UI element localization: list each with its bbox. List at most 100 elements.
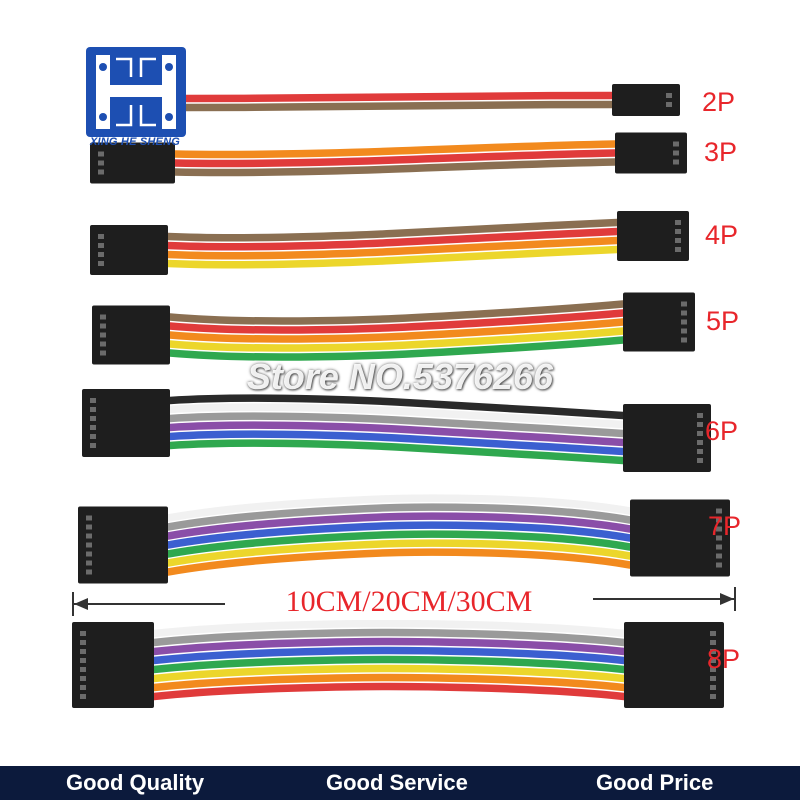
- pin-label-7p: 7P: [708, 511, 742, 541]
- wire: [150, 628, 628, 647]
- left-connector: [82, 389, 170, 457]
- wire: [171, 140, 619, 159]
- wire: [166, 300, 627, 325]
- connector-pin: [86, 533, 92, 539]
- connector-pin: [86, 542, 92, 548]
- right-connector: [623, 404, 711, 472]
- connector-pin: [80, 676, 86, 681]
- connector-pin: [716, 508, 722, 514]
- connector-pin: [673, 150, 679, 156]
- cable-4p: [90, 211, 689, 275]
- wire: [179, 100, 616, 112]
- right-connector: [624, 622, 724, 708]
- connector-pin: [710, 640, 716, 645]
- connector-pin: [98, 151, 104, 157]
- connector-pin: [86, 560, 92, 566]
- connector-pin: [86, 569, 92, 575]
- connector-pin: [710, 658, 716, 663]
- connector-pin: [98, 169, 104, 175]
- connector-pin: [697, 422, 703, 427]
- connector-pin: [100, 314, 106, 320]
- cable-product-photo: [72, 84, 736, 708]
- connector-pin: [98, 261, 104, 266]
- wire: [171, 158, 619, 177]
- connector-pin: [716, 517, 722, 523]
- connector-pin: [681, 328, 687, 334]
- wire: [164, 530, 634, 558]
- wire: [164, 503, 634, 531]
- connector-pin: [675, 229, 681, 234]
- connector-pin: [80, 658, 86, 663]
- wire: [171, 149, 619, 168]
- connector-pin: [666, 102, 672, 107]
- left-connector: [72, 622, 154, 708]
- connector-pin: [710, 676, 716, 681]
- wire: [166, 309, 627, 334]
- left-connector: [92, 305, 170, 365]
- right-connector: [630, 499, 730, 577]
- connector-pin: [675, 247, 681, 252]
- wire: [150, 646, 628, 665]
- footer-item-quality: Good Quality: [66, 770, 205, 795]
- pin-label-4p: 4P: [705, 220, 739, 250]
- connector-pin: [80, 694, 86, 699]
- wire: [164, 218, 621, 242]
- connector-pin: [681, 337, 687, 343]
- wire: [166, 412, 627, 438]
- connector-pin: [98, 243, 104, 248]
- cables-group: [72, 84, 730, 708]
- connector-pin: [666, 93, 672, 98]
- length-arrow: [72, 587, 736, 616]
- wire: [164, 512, 634, 540]
- wire: [164, 548, 634, 576]
- wire: [150, 637, 628, 656]
- cable-6p: [82, 389, 711, 472]
- wire: [166, 430, 627, 456]
- connector-pin: [100, 332, 106, 338]
- length-label: 10CM/20CM/30CM: [225, 584, 593, 620]
- connector-pin: [90, 425, 96, 430]
- connector-pin: [80, 667, 86, 672]
- connector-pin: [80, 631, 86, 636]
- connector-pin: [80, 649, 86, 654]
- brand-logo-icon: [86, 47, 186, 137]
- left-connector: [90, 142, 175, 184]
- connector-pin: [716, 553, 722, 559]
- connector-pin: [90, 407, 96, 412]
- connector-pin: [716, 562, 722, 568]
- wire: [166, 394, 627, 420]
- connector-pin: [90, 443, 96, 448]
- connector-pin: [100, 341, 106, 347]
- wire: [164, 245, 621, 269]
- connector-pin: [90, 434, 96, 439]
- connector-pin: [697, 431, 703, 436]
- connector-pin: [673, 159, 679, 165]
- wire: [164, 494, 634, 522]
- connector-pin: [673, 141, 679, 147]
- left-connector: [90, 225, 168, 275]
- connector-pin: [710, 685, 716, 690]
- connector-pin: [98, 160, 104, 166]
- wire: [164, 227, 621, 251]
- pin-label-5p: 5P: [706, 306, 740, 336]
- connector-pin: [80, 640, 86, 645]
- connector-pin: [90, 398, 96, 403]
- wire: [179, 91, 616, 103]
- connector-pin: [710, 667, 716, 672]
- connector-pin: [681, 310, 687, 316]
- wire: [166, 336, 627, 361]
- connector-pin: [675, 220, 681, 225]
- wire: [164, 236, 621, 260]
- wire: [166, 403, 627, 429]
- connector-pin: [675, 238, 681, 243]
- pin-label-6p: 6P: [705, 416, 739, 446]
- connector-pin: [697, 458, 703, 463]
- connector-pin: [100, 323, 106, 329]
- left-connector: [78, 506, 168, 584]
- connector-pin: [80, 685, 86, 690]
- brand-logo-text: XING HE SHENG: [89, 136, 180, 148]
- connector-pin: [86, 524, 92, 530]
- wire: [150, 673, 628, 692]
- wire: [166, 327, 627, 352]
- store-watermark: Store NO.5376266: [246, 356, 554, 397]
